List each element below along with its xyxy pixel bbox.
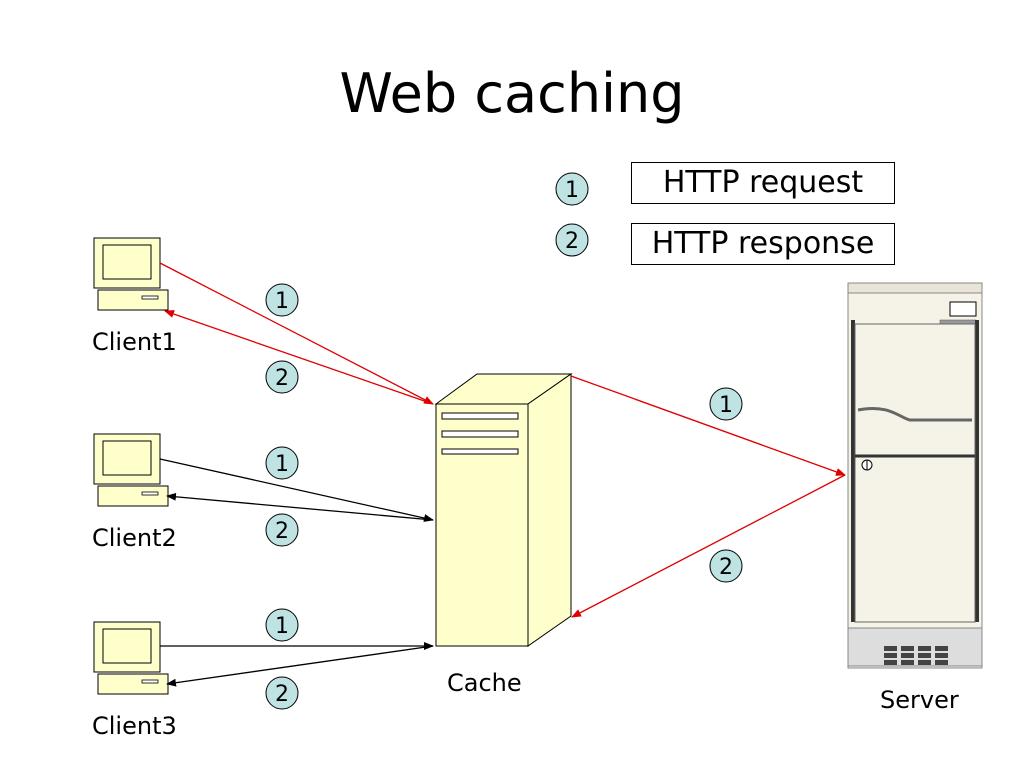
svg-text:2: 2: [719, 555, 733, 580]
svg-text:2: 2: [565, 229, 579, 254]
client1-step-1-badge: 1: [265, 283, 299, 317]
client2-computer-icon: [93, 433, 169, 507]
legend-http-response-box: HTTP response: [631, 223, 895, 265]
client1-computer-icon: [93, 237, 169, 311]
cache-server-request-arrow: [570, 375, 846, 476]
legend-badge-2: 2: [555, 223, 589, 257]
slide-title: Web caching: [339, 62, 685, 125]
client3-response-arrow: [166, 645, 434, 687]
svg-text:1: 1: [565, 178, 579, 203]
client2-label: Client2: [92, 524, 177, 552]
client1-step-2-badge: 2: [265, 360, 299, 394]
server-rack-icon: [847, 282, 983, 669]
svg-text:1: 1: [275, 614, 289, 639]
client3-step-1-badge: 1: [265, 608, 299, 642]
server-label: Server: [880, 686, 959, 714]
svg-text:2: 2: [275, 519, 289, 544]
svg-text:1: 1: [719, 393, 733, 418]
svg-text:1: 1: [275, 452, 289, 477]
svg-text:1: 1: [275, 289, 289, 314]
client1-response-arrow: [164, 310, 434, 405]
client2-response-arrow: [166, 492, 434, 521]
cache-label: Cache: [447, 669, 522, 697]
client2-step-2-badge: 2: [265, 513, 299, 547]
legend-http-request-box: HTTP request: [631, 162, 895, 204]
server-step-1-badge: 1: [709, 387, 743, 421]
client3-computer-icon: [93, 621, 169, 695]
client3-label: Client3: [92, 712, 177, 740]
svg-text:2: 2: [275, 682, 289, 707]
cache-tower-icon: [434, 373, 573, 647]
client2-request-arrow: [159, 458, 434, 522]
server-cache-response-arrow: [571, 474, 846, 618]
svg-text:2: 2: [275, 366, 289, 391]
client1-label: Client1: [92, 328, 177, 356]
legend-badge-1: 1: [555, 172, 589, 206]
client3-step-2-badge: 2: [265, 676, 299, 710]
client1-request-arrow: [159, 262, 434, 405]
server-step-2-badge: 2: [709, 549, 743, 583]
client2-step-1-badge: 1: [265, 446, 299, 480]
